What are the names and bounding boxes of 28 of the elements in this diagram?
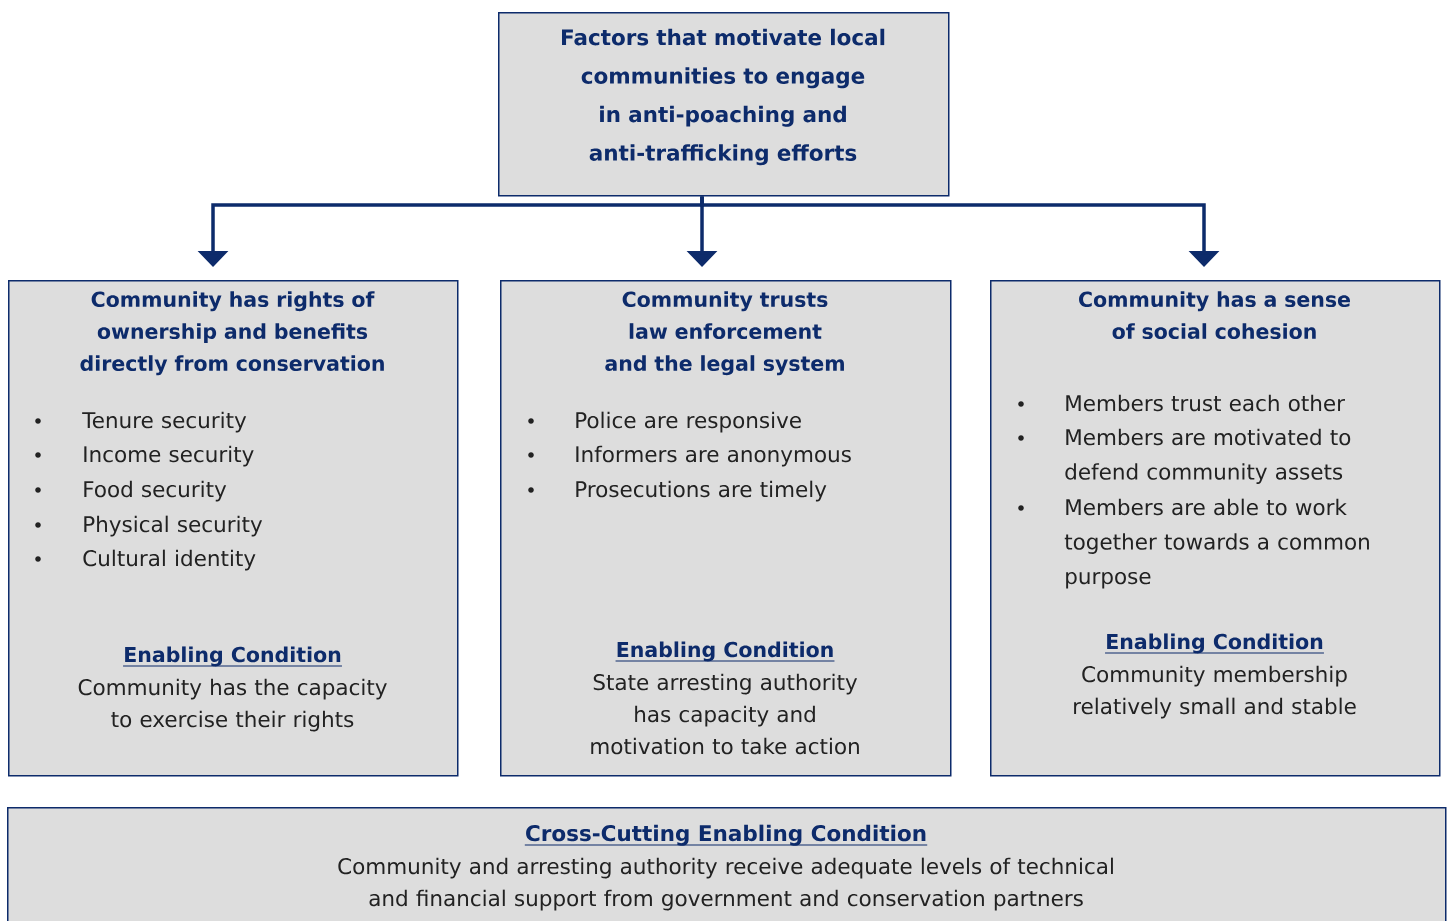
- condition-text: Community and arresting authority receive adequate levels of technical and financial support from government and conservation partners: [338, 857, 1113, 911]
- bullet-item: Tenure security: [82, 411, 247, 433]
- bullet-item: Police are responsive: [576, 411, 801, 433]
- section-heading: Cross-Cutting Enabling Condition: [524, 824, 928, 846]
- factor-box: [500, 280, 952, 777]
- section-heading: Enabling Condition: [122, 646, 343, 667]
- bullet-item: Physical security: [84, 515, 263, 537]
- condition-text: Community membership relatively small and stable: [1074, 665, 1356, 719]
- section-heading: Enabling Condition: [1104, 633, 1325, 654]
- column-heading: Community has rights of ownership and benefits directly from conservation: [80, 291, 384, 376]
- condition-text: State arresting authority has capacity and motivation to take action: [591, 673, 859, 755]
- factor-box: [990, 280, 1441, 777]
- bullet-item: Prosecutions are timely: [576, 480, 827, 502]
- bullet-item: Informers are anonymous: [576, 445, 851, 467]
- bullet-item: Members are motivated to defend community assets: [1065, 428, 1351, 484]
- bullet-item: Cultural identity: [83, 549, 256, 571]
- column-heading: Community trusts law enforcement and the legal system: [605, 291, 844, 376]
- bullet-item: Members are able to work together towards a common purpose: [1064, 498, 1369, 589]
- title-box: Factors that motivate local communities to engage in anti-poaching and anti-trafficking efforts: [498, 12, 950, 197]
- bullet-item: Members trust each other: [1066, 394, 1345, 412]
- cross-cutting-box: [7, 807, 1447, 921]
- factor-box: [8, 280, 459, 777]
- column-heading: Community has a sense of social cohesion: [1079, 291, 1350, 340]
- bullet-item: Food security: [84, 480, 227, 502]
- section-heading: Enabling Condition: [614, 641, 836, 662]
- condition-text: Community has the capacity to exercise their rights: [78, 678, 387, 732]
- arrow: [700, 196, 1220, 267]
- bullet-item: Income security: [84, 445, 254, 467]
